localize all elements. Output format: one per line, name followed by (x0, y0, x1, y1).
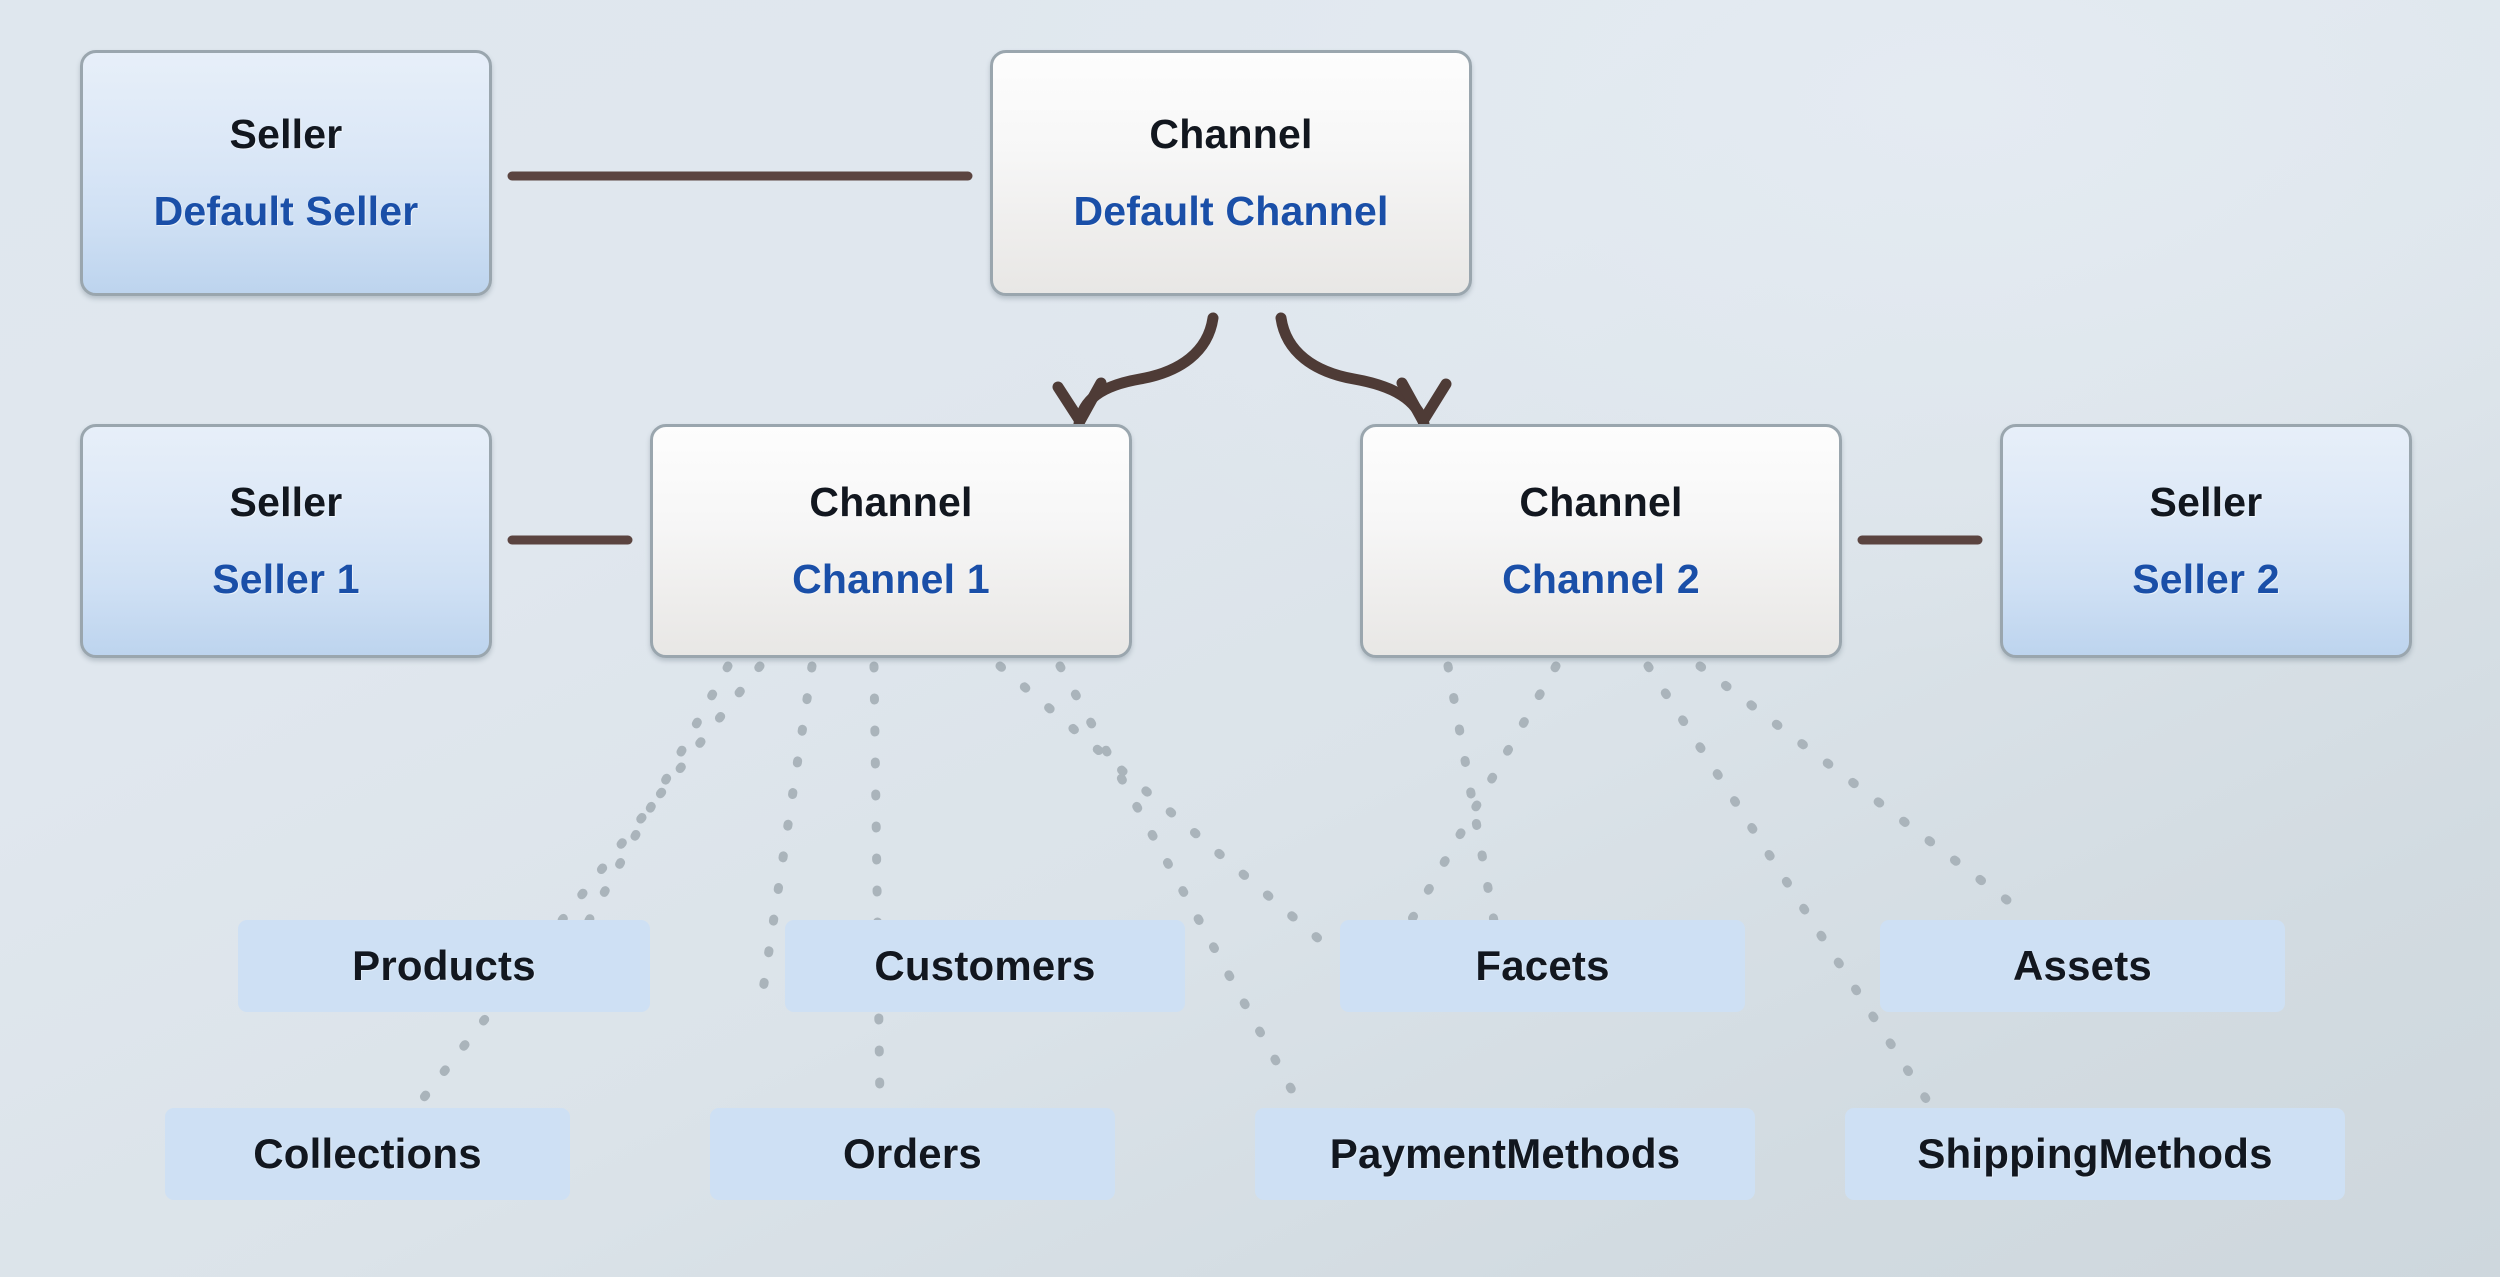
card-name-label: Seller 2 (2132, 556, 2280, 602)
chip-assets[interactable]: Assets (1880, 920, 2285, 1012)
card-name-label: Channel 2 (1502, 556, 1700, 602)
arrowhead-channel-1 (1052, 377, 1107, 427)
card-type-label: Seller (229, 479, 343, 525)
arrow-group (1052, 312, 1452, 430)
card-default-seller[interactable]: Seller Default Seller (80, 50, 492, 296)
arrow-default-channel-to-channel-1 (1073, 312, 1219, 430)
card-name-label: Channel 1 (792, 556, 990, 602)
dotted-channel1-facets (995, 661, 1325, 945)
card-name-label: Seller 1 (212, 556, 360, 602)
chip-shippingmethods[interactable]: ShippingMethods (1845, 1108, 2345, 1200)
card-name-label: Default Channel (1073, 188, 1389, 234)
chip-facets[interactable]: Facets (1340, 920, 1745, 1012)
card-seller-2[interactable]: Seller Seller 2 (2000, 424, 2412, 658)
card-channel-2[interactable]: Channel Channel 2 (1360, 424, 1842, 658)
dotted-channel1-collections (413, 661, 765, 1110)
card-type-label: Seller (229, 111, 343, 157)
chip-paymentmethods[interactable]: PaymentMethods (1255, 1108, 1755, 1200)
chip-orders[interactable]: Orders (710, 1108, 1115, 1200)
card-channel-1[interactable]: Channel Channel 1 (650, 424, 1132, 658)
card-type-label: Seller (2149, 479, 2263, 525)
chip-collections[interactable]: Collections (165, 1108, 570, 1200)
dotted-channel1-paymentmethods (1055, 661, 1305, 1110)
dotted-channel1-orders (869, 661, 885, 1110)
card-default-channel[interactable]: Channel Default Channel (990, 50, 1472, 296)
arrowhead-channel-2 (1396, 377, 1452, 427)
card-type-label: Channel (1519, 479, 1683, 525)
card-seller-1[interactable]: Seller Seller 1 (80, 424, 492, 658)
arrow-default-channel-to-channel-2 (1275, 312, 1430, 430)
chip-customers[interactable]: Customers (785, 920, 1185, 1012)
dotted-channel2-assets (1395, 661, 1561, 945)
card-type-label: Channel (1149, 111, 1313, 157)
dotted-channel2-assets-right (1695, 661, 2025, 915)
dotted-link-group (413, 661, 2025, 1110)
card-name-label: Default Seller (153, 188, 419, 234)
chip-products[interactable]: Products (238, 920, 650, 1012)
card-type-label: Channel (809, 479, 973, 525)
dotted-channel2-shippingmethods (1643, 661, 1935, 1110)
